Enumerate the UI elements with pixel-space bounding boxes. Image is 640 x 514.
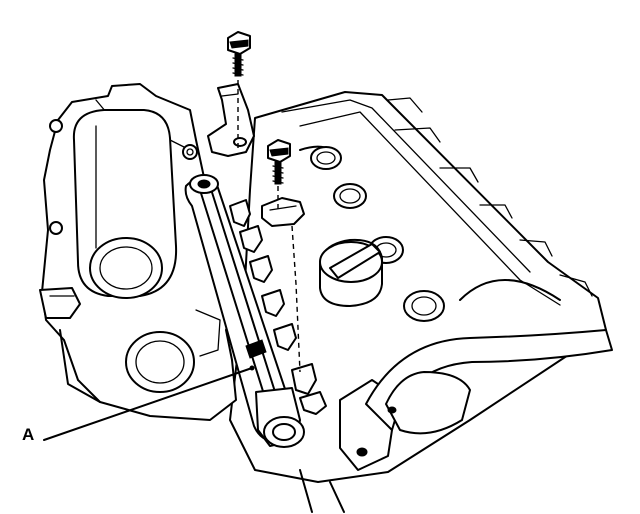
upper-bracket xyxy=(207,83,255,157)
fuel-rail xyxy=(184,174,305,448)
lower-bracket xyxy=(261,197,305,227)
callout-a-leader xyxy=(43,365,255,441)
intake-duct xyxy=(72,109,178,299)
intake-port-lower xyxy=(125,309,221,393)
alignment-lines xyxy=(237,80,301,373)
callout-label-a: A xyxy=(22,425,35,444)
fuel-injectors xyxy=(229,199,327,415)
bolt-lower xyxy=(267,139,291,185)
oil-filler-cap xyxy=(319,238,383,307)
lower-housing xyxy=(59,329,613,513)
bolt-upper xyxy=(227,31,251,77)
